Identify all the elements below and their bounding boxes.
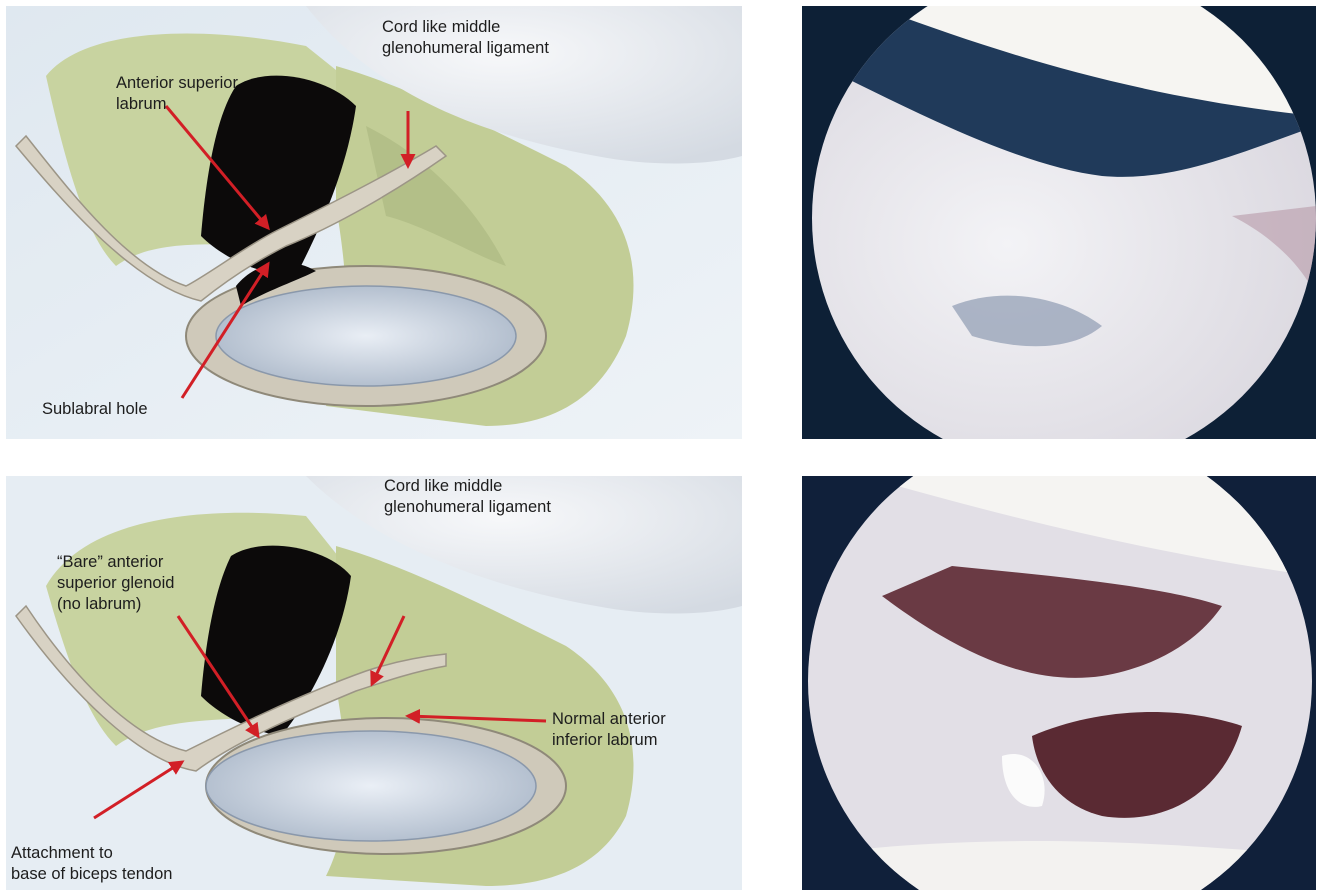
bottom-arthroscopic-image xyxy=(802,476,1316,890)
label-bare-glenoid: “Bare” anterior superior glenoid (no lab… xyxy=(57,552,174,615)
top-illustration-drawing xyxy=(6,6,742,439)
label-anterior-superior-labrum: Anterior superior labrum xyxy=(116,73,238,115)
bottom-illustration: Cord like middle glenohumeral ligament “… xyxy=(6,476,742,890)
label-sublabral-hole: Sublabral hole xyxy=(42,399,148,420)
label-biceps-attachment: Attachment to base of biceps tendon xyxy=(11,843,172,885)
label-normal-inferior-labrum: Normal anterior inferior labrum xyxy=(552,709,666,751)
label-cord-mghl-top: Cord like middle glenohumeral ligament xyxy=(382,17,549,59)
bottom-arthroscopic-view xyxy=(802,476,1316,890)
label-cord-mghl-bottom: Cord like middle glenohumeral ligament xyxy=(384,476,551,518)
glenoid-surface xyxy=(216,286,516,386)
top-illustration: Cord like middle glenohumeral ligament A… xyxy=(6,6,742,439)
top-arthroscopic-view xyxy=(802,6,1316,439)
top-arthroscopic-image xyxy=(802,6,1316,439)
bottom-illustration-drawing xyxy=(6,476,742,890)
